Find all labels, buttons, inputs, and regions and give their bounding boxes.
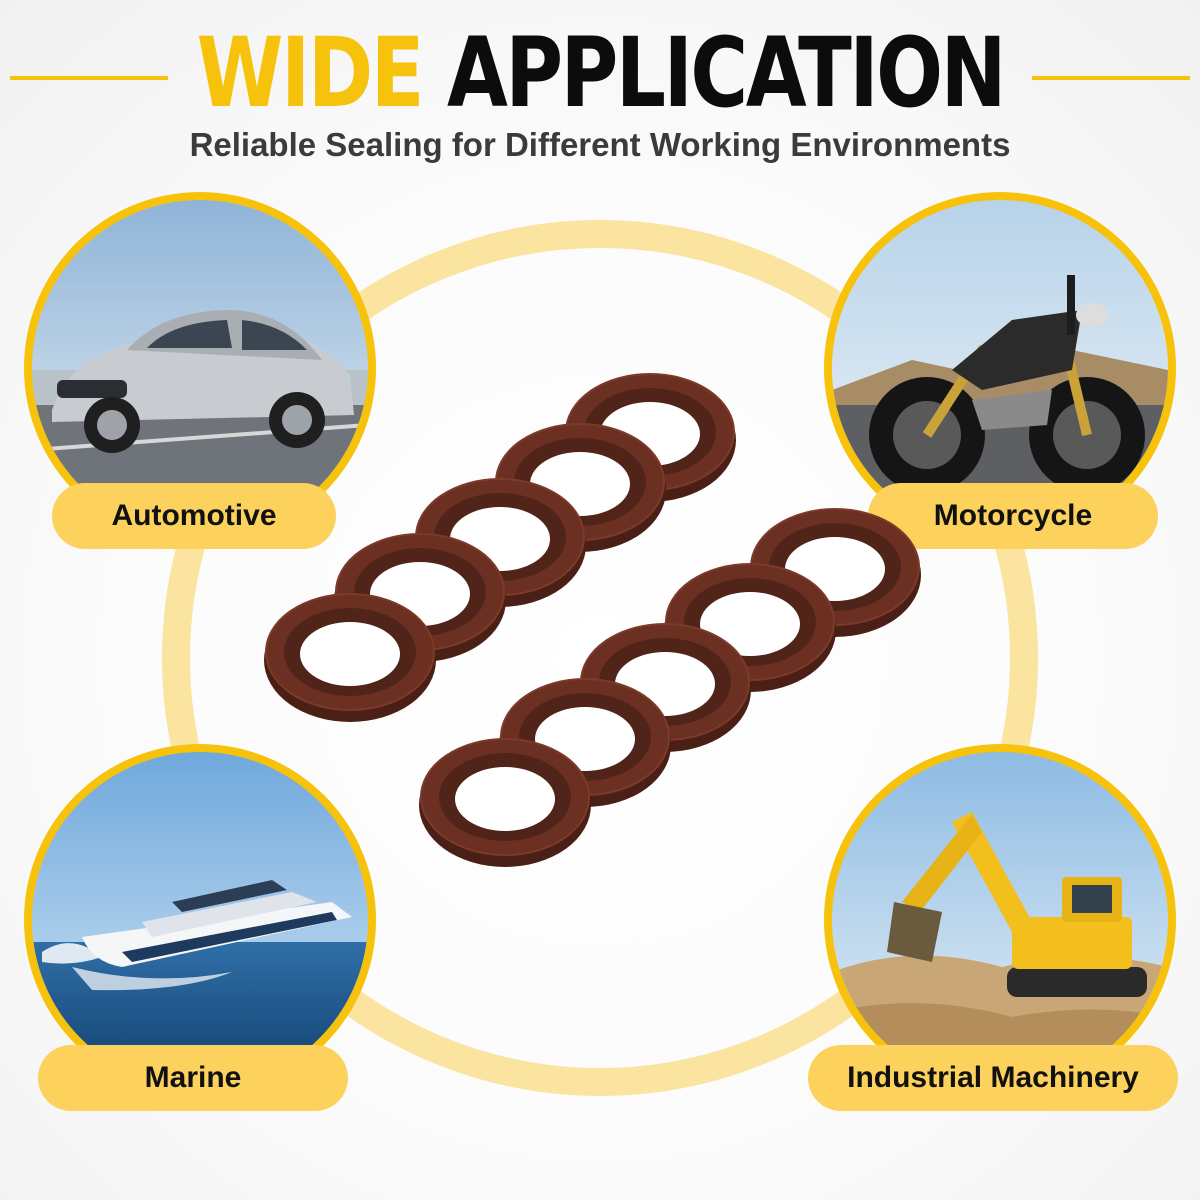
page-title: WIDE APPLICATION [196,25,1006,121]
label-pill-motorcycle: Motorcycle [868,483,1158,549]
application-circle-marine [24,744,376,1096]
oil-seals-product-image [250,370,950,890]
label-pill-marine: Marine [38,1045,348,1111]
page-subtitle: Reliable Sealing for Different Working E… [189,126,1011,163]
title-accent-word: WIDE [196,17,424,129]
title-rule-right [1032,76,1190,80]
title-main-word: APPLICATION [446,17,1007,129]
title-row: WIDE APPLICATION [0,8,1200,138]
label-pill-automotive: Automotive [52,483,336,549]
label-pill-industrial-machinery: Industrial Machinery [808,1045,1178,1111]
title-rule-left [10,76,168,80]
